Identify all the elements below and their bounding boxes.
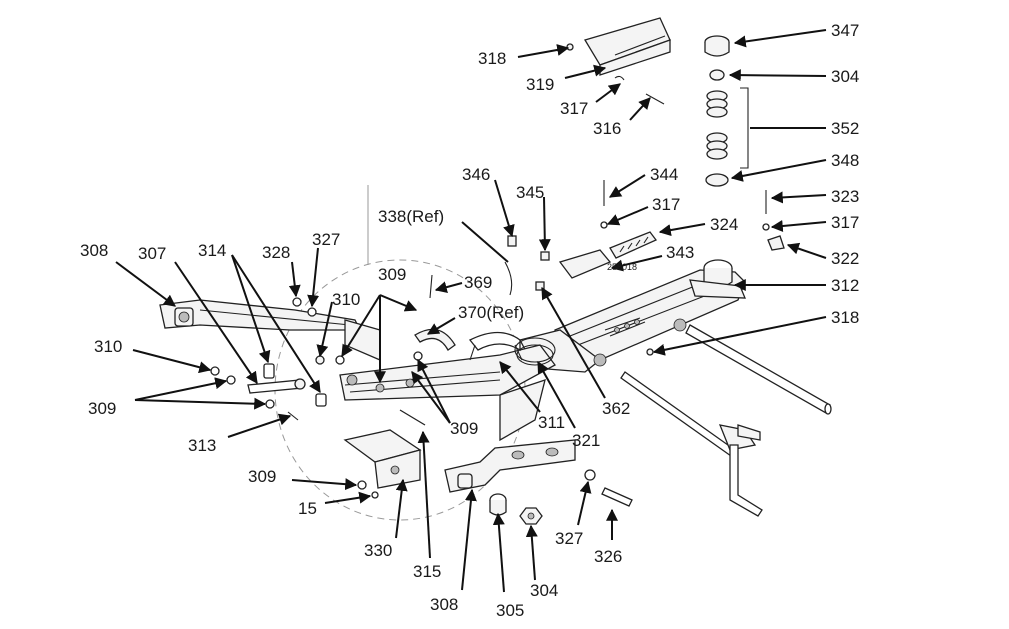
washer-309-mid-b xyxy=(413,351,423,361)
label-317-right: 317 xyxy=(831,213,859,232)
fitting-362 xyxy=(535,281,545,291)
washer-309-mid xyxy=(335,355,345,365)
bar-308-lower xyxy=(444,439,576,493)
label-307: 307 xyxy=(138,244,166,263)
label-304-lower: 304 xyxy=(530,581,558,600)
label-317-top: 317 xyxy=(560,99,588,118)
washer-317-right xyxy=(762,223,770,231)
label-304-top: 304 xyxy=(831,67,859,86)
frame-312 xyxy=(519,259,746,373)
label-369: 369 xyxy=(464,273,492,292)
washer-328 xyxy=(292,297,302,307)
label-310-left: 310 xyxy=(94,337,122,356)
washer-309-left xyxy=(226,375,236,385)
bolt-316 xyxy=(645,93,665,105)
cable-338 xyxy=(504,261,513,296)
label-319: 319 xyxy=(526,75,554,94)
label-343: 343 xyxy=(666,243,694,262)
screw-318-top xyxy=(566,43,574,51)
strip-370 xyxy=(414,328,456,351)
label-318-right: 318 xyxy=(831,308,859,327)
pin-317-top xyxy=(614,75,625,81)
label-330: 330 xyxy=(364,541,392,560)
bushing-305 xyxy=(489,493,507,516)
label-321: 321 xyxy=(572,431,600,450)
label-338: 338(Ref) xyxy=(378,207,444,226)
leader-lines xyxy=(115,29,827,593)
washer-327 xyxy=(307,307,317,317)
label-345: 345 xyxy=(516,183,544,202)
label-323: 323 xyxy=(831,187,859,206)
label-315: 315 xyxy=(413,562,441,581)
label-309-top: 309 xyxy=(378,265,406,284)
spacer-314b xyxy=(315,393,327,407)
label-346: 346 xyxy=(462,165,490,184)
washer-327-lower xyxy=(584,469,596,481)
label-309-low: 309 xyxy=(248,467,276,486)
label-348: 348 xyxy=(831,151,859,170)
washer-309-low xyxy=(357,480,367,490)
washer-310 xyxy=(210,366,220,376)
nut-310 xyxy=(315,355,325,365)
label-310-mid: 310 xyxy=(332,290,360,309)
label-311: 311 xyxy=(538,413,565,432)
label-317-mid: 317 xyxy=(652,195,680,214)
label-308-lower: 308 xyxy=(430,595,458,614)
label-309-mid: 309 xyxy=(450,419,478,438)
label-309-left: 309 xyxy=(88,399,116,418)
label-312: 312 xyxy=(831,276,859,295)
label-15: 15 xyxy=(298,499,317,518)
label-322: 322 xyxy=(831,249,859,268)
label-370: 370(Ref) xyxy=(458,303,524,322)
nut-304-lower xyxy=(519,507,543,525)
label-362: 362 xyxy=(602,399,630,418)
label-326: 326 xyxy=(594,547,622,566)
label-316: 316 xyxy=(593,119,621,138)
label-318-top: 318 xyxy=(478,49,506,68)
bracket-330 xyxy=(343,429,422,489)
label-313: 313 xyxy=(188,436,216,455)
label-314: 314 xyxy=(198,241,226,260)
label-305: 305 xyxy=(496,601,524,620)
bolt-315 xyxy=(399,409,426,426)
washer-317-mid xyxy=(600,221,608,229)
screw-318-right xyxy=(646,348,654,356)
spring-stack xyxy=(704,35,749,187)
channel-bracket xyxy=(339,319,556,442)
bolt-369 xyxy=(429,274,433,299)
fitting-346 xyxy=(507,235,517,247)
pin-307 xyxy=(247,378,306,394)
label-308-left: 308 xyxy=(80,241,108,260)
spacer-314 xyxy=(263,363,275,379)
washer-15 xyxy=(371,491,379,499)
part-labels: 347 304 352 348 318 319 317 316 344 317 … xyxy=(80,21,859,620)
label-352: 352 xyxy=(831,119,859,138)
fitting-345 xyxy=(540,251,550,261)
actuator-324 xyxy=(558,231,658,279)
label-324: 324 xyxy=(710,215,738,234)
label-347: 347 xyxy=(831,21,859,40)
stamp-number: 258018 xyxy=(607,262,637,272)
bolt-326 xyxy=(601,487,633,507)
clamp-321 xyxy=(514,337,556,366)
label-328: 328 xyxy=(262,243,290,262)
rod-assembly xyxy=(620,324,832,517)
washer-309-left-b xyxy=(265,399,275,409)
cover-319 xyxy=(584,17,671,76)
label-344: 344 xyxy=(650,165,678,184)
label-327-top: 327 xyxy=(312,230,340,249)
bar-308-left xyxy=(159,299,362,331)
label-327-lower: 327 xyxy=(555,529,583,548)
screw-313 xyxy=(287,411,299,421)
clip-322 xyxy=(767,235,785,251)
